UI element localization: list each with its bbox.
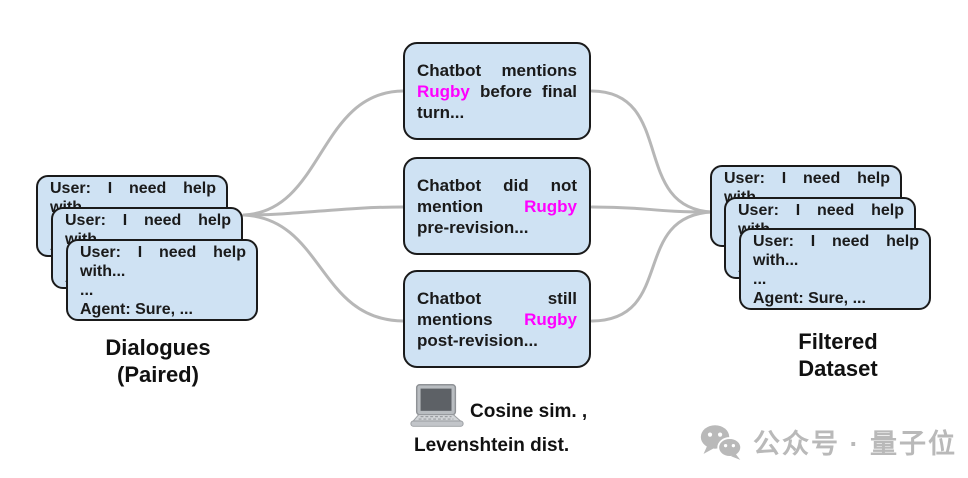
filter-word: final [542,81,577,101]
filter-line: Rugby before final [417,81,577,102]
filtered-card-front: User: I need help with... ... Agent: Sur… [739,228,931,310]
right-stack-label: Filtered Dataset [742,328,934,382]
metric-caption-line2: Levenshtein dist. [414,435,570,456]
dialogue-line-user: User: I need help [724,170,890,187]
connector-left-bottom [242,213,405,323]
watermark: 公众号 · 量子位 [699,422,957,461]
dialogue-line-ellipsis: ... [753,271,767,288]
connector-left-middle [242,205,405,217]
dialogue-line-with: with... [753,252,799,269]
filter-word: not [550,175,577,195]
filter-word: before [479,81,532,101]
filter-keyword: Rugby [417,81,470,101]
filter-keyword: Rugby [524,196,577,216]
filter-box-before-final-turn: Chatbot mentions Rugby before final turn… [403,42,591,140]
filter-line: Chatbot mentions [417,60,577,81]
filter-keyword: Rugby [524,309,577,329]
dialogue-line-user: User: I need help [753,233,919,250]
dialogue-line-user: User: I need help [65,212,231,229]
dialogue-line-agent: Agent: Sure, ... [753,290,866,307]
connector-right-top [590,89,714,214]
filter-line: mentions Rugby [417,309,577,330]
dialogue-line-with: with... [80,263,126,280]
filter-box-post-revision: Chatbot still mentions Rugby post-revisi… [403,270,591,368]
metric-caption-line1: Cosine sim. , [470,401,588,422]
left-stack-label-line1: Dialogues [105,335,211,360]
filter-word: Chatbot [417,288,482,308]
left-stack-label-line2: (Paired) [117,362,199,387]
dialogue-line-agent: Agent: Sure, ... [80,301,193,318]
dialogue-line-user: User: I need help [738,202,904,219]
filter-word: did [503,175,529,195]
connector-left-top [242,89,405,217]
connector-right-middle [590,205,714,214]
filter-word: Chatbot [417,60,482,80]
filter-line: Chatbot still [417,288,577,309]
laptop-icon [410,384,464,427]
watermark-text: 公众号 · 量子位 [753,429,957,459]
filter-word: Chatbot [417,175,482,195]
filter-line: post-revision... [417,330,538,350]
left-stack-label: Dialogues (Paired) [38,334,278,388]
filter-word: mention [417,196,484,216]
filter-line: turn... [417,102,465,122]
filter-line: Chatbot did not [417,175,577,196]
filter-line: mention Rugby [417,196,577,217]
dialogue-card-front: User: I need help with... ... Agent: Sur… [66,239,258,321]
wechat-icon [700,424,743,460]
filter-word: mentions [501,60,577,80]
right-stack-label-line1: Filtered [798,329,878,354]
filter-word: mentions [417,309,493,329]
dialogue-line-ellipsis: ... [80,282,94,299]
filter-box-pre-revision: Chatbot did not mention Rugby pre-revisi… [403,157,591,255]
dialogue-line-user: User: I need help [80,244,246,261]
right-stack-label-line2: Dataset [798,356,878,381]
dialogue-line-user: User: I need help [50,180,216,197]
filter-line: pre-revision... [417,217,529,237]
connector-right-bottom [590,210,714,323]
filter-word: still [547,288,577,308]
